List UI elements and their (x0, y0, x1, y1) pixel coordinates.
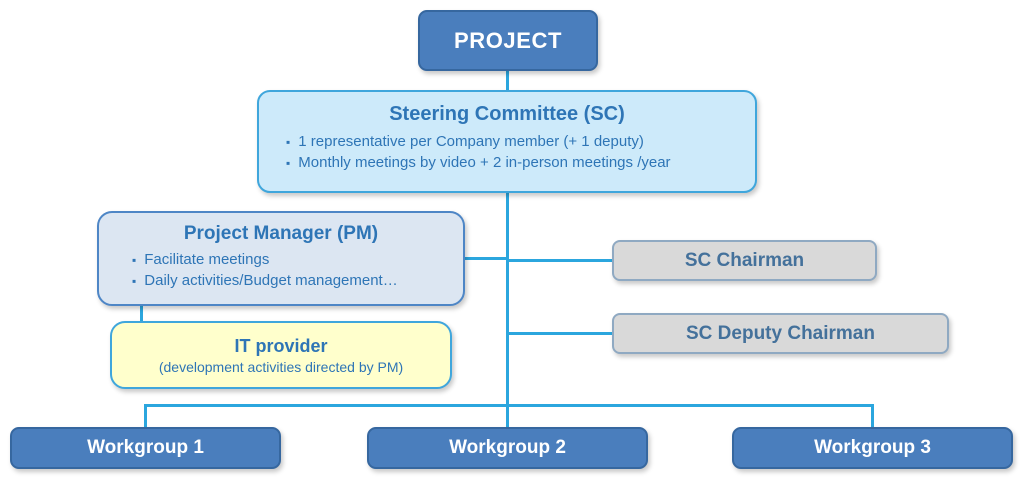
node-project: PROJECT (418, 10, 598, 71)
it-provider-title: IT provider (234, 335, 328, 356)
workgroup-1-label: Workgroup 1 (87, 437, 204, 458)
node-workgroup-2: Workgroup 2 (367, 427, 648, 469)
bullet-text: Monthly meetings by video + 2 in-person … (298, 154, 671, 171)
connector-drop-workgroup-1 (144, 404, 147, 428)
node-workgroup-3: Workgroup 3 (732, 427, 1013, 469)
connector-center-to-chairman (507, 259, 614, 262)
node-it-provider: IT provider (development activities dire… (110, 321, 452, 389)
it-provider-subtitle: (development activities directed by PM) (158, 358, 404, 375)
bullet-item: Facilitate meetings (127, 249, 451, 270)
node-project-manager: Project Manager (PM) Facilitate meetings… (97, 211, 465, 306)
steering-committee-bullets: 1 representative per Company member (+ 1… (271, 131, 743, 173)
bullet-item: 1 representative per Company member (+ 1… (281, 131, 743, 152)
node-sc-chairman: SC Chairman (612, 240, 877, 281)
node-workgroup-1: Workgroup 1 (10, 427, 281, 469)
bullet-square-icon (281, 131, 298, 152)
bullet-item: Daily activities/Budget management… (127, 270, 451, 291)
bullet-text: 1 representative per Company member (+ 1… (298, 133, 644, 150)
bullet-text: Daily activities/Budget management… (144, 272, 398, 289)
bullet-square-icon (281, 152, 298, 173)
sc-chairman-label: SC Chairman (684, 249, 805, 271)
steering-committee-title: Steering Committee (SC) (389, 103, 625, 125)
connector-pm-to-it (140, 304, 143, 323)
connector-drop-workgroup-3 (871, 404, 874, 428)
bullet-item: Monthly meetings by video + 2 in-person … (281, 152, 743, 173)
workgroup-3-label: Workgroup 3 (814, 437, 931, 458)
node-sc-deputy-chairman: SC Deputy Chairman (612, 313, 949, 354)
bullet-square-icon (127, 270, 144, 291)
bullet-text: Facilitate meetings (144, 251, 270, 268)
connector-center-to-deputy (507, 332, 614, 335)
connector-center-vertical (506, 70, 509, 427)
connector-pm-to-center (463, 257, 508, 260)
project-label: PROJECT (453, 27, 563, 53)
sc-deputy-chairman-label: SC Deputy Chairman (686, 322, 875, 344)
workgroup-2-label: Workgroup 2 (449, 437, 566, 458)
connector-workgroups-horizontal (144, 404, 874, 407)
project-manager-bullets: Facilitate meetings Daily activities/Bud… (111, 249, 451, 291)
node-steering-committee: Steering Committee (SC) 1 representative… (257, 90, 757, 193)
bullet-square-icon (127, 249, 144, 270)
project-manager-title: Project Manager (PM) (183, 223, 379, 244)
